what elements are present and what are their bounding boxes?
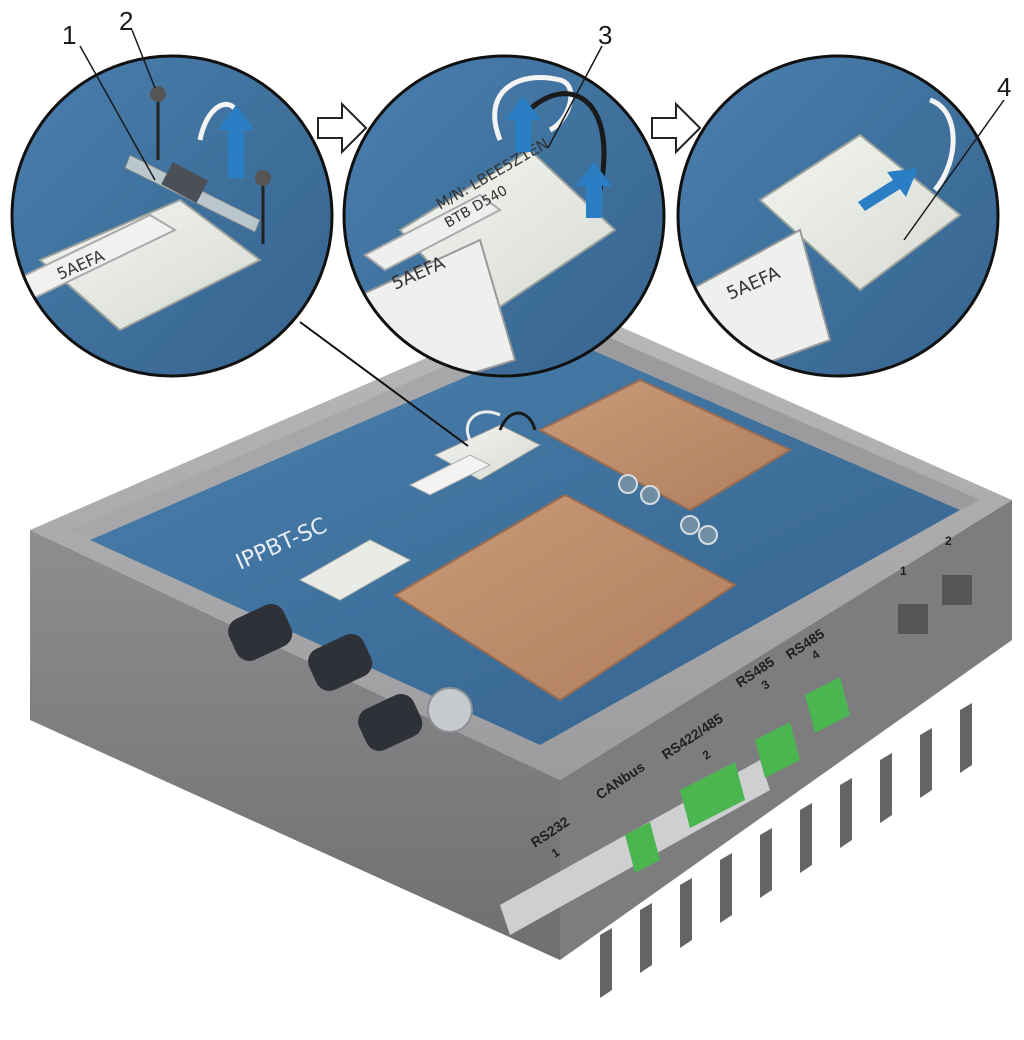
svg-text:1: 1 xyxy=(900,564,907,578)
callout-1: 1 xyxy=(62,20,76,50)
lift-arrow-icon xyxy=(576,162,612,218)
screw-icon xyxy=(150,86,271,244)
callout-leaders xyxy=(79,29,1005,241)
second-wlan-card xyxy=(298,539,412,601)
lift-arrow-icon xyxy=(858,168,918,211)
callout-4: 4 xyxy=(997,72,1011,102)
callout-2: 2 xyxy=(119,6,133,36)
copper-heatsinks xyxy=(393,378,793,702)
svg-text:2: 2 xyxy=(945,534,952,548)
step-arrow-icon xyxy=(317,101,368,155)
zoom-leader-line xyxy=(299,321,469,447)
lift-arrow-icon xyxy=(218,105,254,178)
coin-battery xyxy=(427,687,473,733)
heatsink-fins xyxy=(600,703,972,998)
zoom-circle-2: M/N: LBEE5Z1EN BTB D540 5AEFA xyxy=(342,54,666,378)
callout-3: 3 xyxy=(598,20,612,50)
wlan-card-in-context xyxy=(408,410,542,496)
zoom-circle-3: 5AEFA xyxy=(676,54,1000,378)
terminal-connectors xyxy=(625,575,972,873)
step-arrow-icon xyxy=(651,101,702,155)
zoom-circle-1: 5AEFA xyxy=(10,54,334,378)
lift-arrow-icon xyxy=(505,96,541,152)
